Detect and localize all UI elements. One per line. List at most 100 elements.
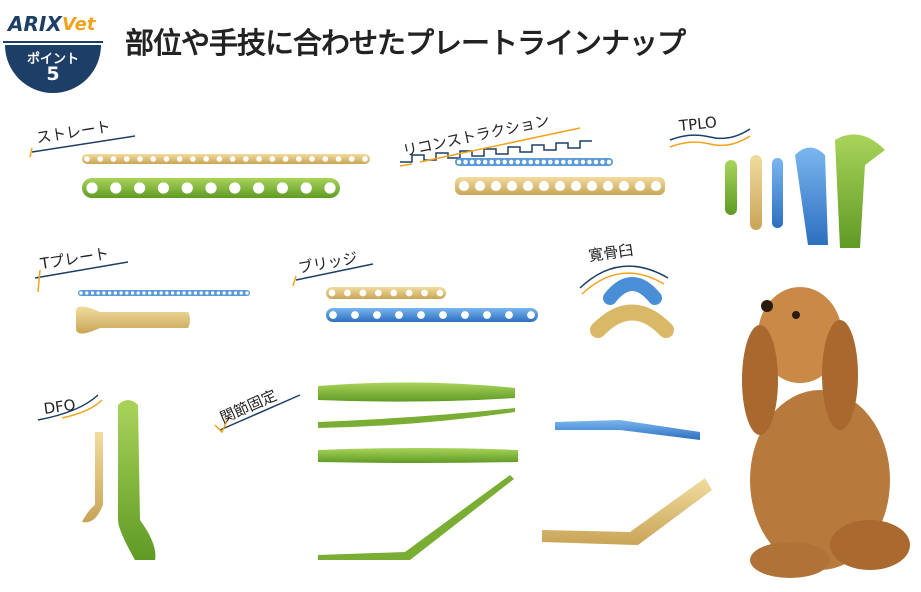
screw-hole [461,311,469,319]
screw-hole [574,159,579,165]
screw-hole [190,156,196,162]
screw-hole [243,156,249,162]
screw-hole [469,159,475,165]
screw-hole [276,182,288,194]
badge-circle [3,41,103,93]
screw-hole [228,291,232,295]
screw-hole [269,156,276,162]
screw-hole [137,156,143,162]
screw-hole [205,182,217,194]
screw-hole [188,291,192,295]
screw-hole [548,159,553,165]
screw-hole [335,156,342,162]
screw-hole [521,159,527,165]
screw-hole [193,291,198,295]
screw-hole [163,156,170,162]
screw-hole [229,182,241,194]
screw-hole [150,156,156,162]
screw-hole [107,291,112,295]
screw-hole [84,156,90,162]
screw-hole [489,159,494,165]
badge-number: 5 [46,63,60,85]
screw-hole [439,311,447,319]
tplate-large [76,306,190,334]
dfo-plate-small [82,432,103,523]
screw-hole [165,291,169,295]
screw-hole [421,289,428,297]
screw-hole [170,291,175,295]
screw-hole [123,156,130,162]
screw-hole [210,291,215,295]
screw-hole [600,159,605,165]
screw-hole [245,291,249,295]
screw-hole [328,289,336,297]
screw-hole [538,180,550,192]
screw-hole [79,291,83,295]
screw-hole [239,291,243,295]
screw-hole [110,182,122,194]
screw-hole [458,180,470,192]
screw-hole [593,159,599,165]
screw-hole [300,182,312,194]
screw-hole [618,180,630,192]
screw-hole [567,159,573,165]
screw-hole [483,311,491,319]
screw-hole [502,159,507,165]
screw-hole [650,180,662,192]
acetabular-plate-blue [603,277,662,305]
screw-hole [282,156,289,162]
screw-hole [535,159,540,165]
screw-hole [130,291,135,295]
screw-hole [476,159,481,165]
screw-hole [153,291,158,295]
screw-hole [570,180,582,192]
screw-hole [97,156,104,162]
screw-hole [85,291,89,295]
screw-hole [522,180,534,192]
screw-hole [176,291,180,295]
vet-logo: Vet [62,14,96,35]
bridge-plate-large [326,308,538,322]
screw-hole [395,311,403,319]
screw-hole [102,291,106,295]
screw-hole [634,180,646,192]
screw-hole [515,159,520,165]
screw-hole [229,156,236,162]
screw-hole [322,156,329,162]
screw-hole [96,291,100,295]
screw-hole [373,311,381,319]
screw-hole [148,291,152,295]
screw-hole [329,311,337,319]
screw-hole [541,159,547,165]
screw-hole [110,156,117,162]
acetabular-plate-gold [590,304,674,338]
screw-hole [586,180,598,192]
screw-hole [417,311,425,319]
recon-plate-small [455,158,613,166]
screw-hole [561,159,566,165]
screw-hole [405,289,413,297]
screw-hole [344,289,351,297]
screw-hole [505,311,513,319]
dog-illustration [742,287,910,578]
screw-hole [181,182,193,194]
screw-hole [506,180,518,192]
screw-hole [351,311,359,319]
screw-hole [528,159,533,165]
screw-hole [90,291,95,295]
screw-hole [374,289,382,297]
screw-hole [606,159,612,165]
page-title: 部位や手技に合わせたプレートラインナップ [125,26,686,60]
screw-hole [309,156,315,162]
screw-hole [527,311,535,319]
bridge-plate-small [326,287,446,299]
screw-hole [587,159,592,165]
screw-hole [359,289,367,297]
screw-hole [348,156,355,162]
screw-hole [222,291,226,295]
screw-hole [119,291,123,295]
screw-hole [495,159,501,165]
screw-hole [554,180,566,192]
screw-hole [125,291,129,295]
